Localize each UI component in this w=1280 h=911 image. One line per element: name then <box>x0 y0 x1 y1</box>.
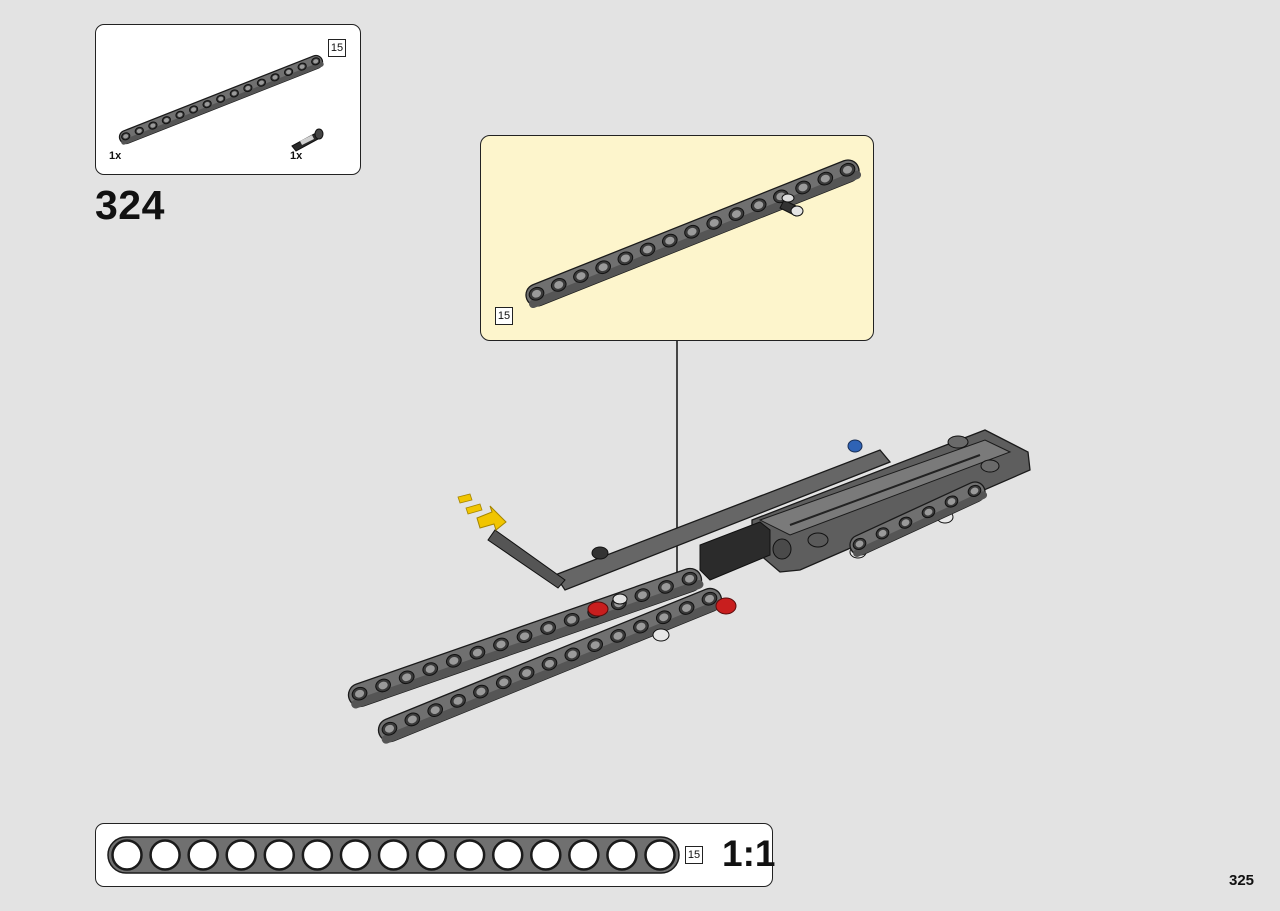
step-number: 324 <box>95 182 165 228</box>
parts-beam-icon <box>118 54 324 145</box>
main-assembly <box>347 429 1031 744</box>
scale-label: 1:1 <box>722 833 776 874</box>
scale-hole <box>415 839 448 871</box>
scale-hole <box>491 839 524 871</box>
callout-beam-icon <box>525 159 862 309</box>
front-beam-upper <box>347 567 704 709</box>
scale-beam-icon <box>107 836 680 874</box>
scale-hole <box>225 839 257 871</box>
scale-hole <box>187 839 219 871</box>
scale-hole <box>263 839 296 871</box>
scale-hole <box>111 839 143 871</box>
callout-length-tag: 15 <box>495 307 513 325</box>
scale-hole <box>568 839 600 871</box>
scale-hole <box>644 839 676 871</box>
scale-hole <box>453 839 486 871</box>
beam-quantity: 1x <box>109 150 122 162</box>
rear-short-beam <box>849 481 988 558</box>
beam-length-tag: 15 <box>328 39 346 57</box>
scale-hole <box>606 839 638 871</box>
scale-hole <box>530 839 562 871</box>
callout-pin-icon <box>779 193 804 217</box>
scale-length-tag: 15 <box>685 846 703 864</box>
parts-pin-icon <box>291 128 324 152</box>
page-number: 325 <box>1229 872 1255 889</box>
scale-hole <box>339 839 372 871</box>
parts-beam <box>118 54 324 145</box>
callout-beam <box>525 159 862 309</box>
scale-hole <box>377 839 410 871</box>
parts-list-box: 15 1x 1x <box>95 24 361 175</box>
scale-hole <box>301 839 334 871</box>
front-beam-lower <box>377 587 724 744</box>
scale-hole <box>149 839 181 871</box>
pin-quantity: 1x <box>290 150 303 162</box>
